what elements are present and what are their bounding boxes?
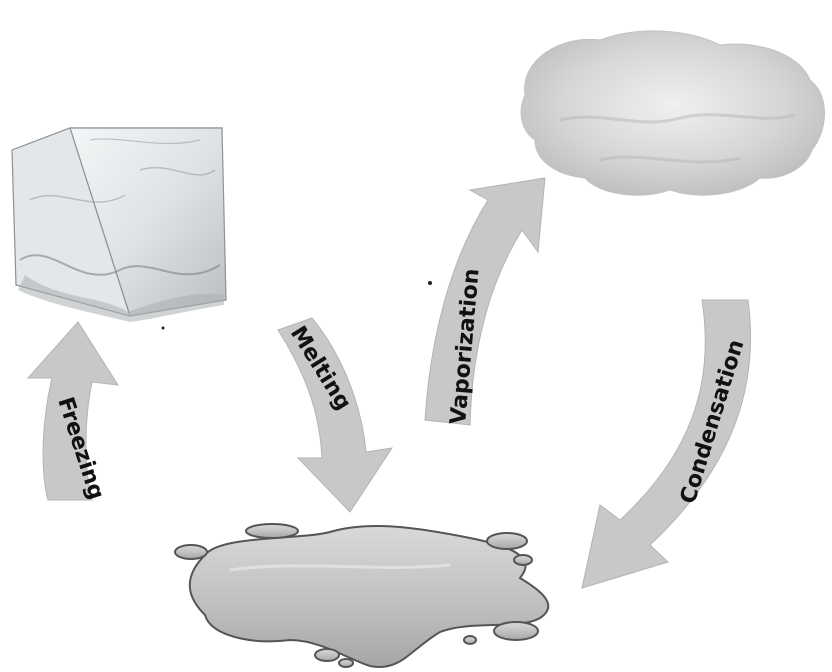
ice-cube-icon	[12, 128, 226, 322]
stray-dot	[428, 281, 432, 285]
stray-dot	[162, 327, 165, 330]
vaporization-arrow	[425, 178, 545, 425]
cloud-icon	[521, 31, 824, 195]
water-puddle-icon	[175, 524, 548, 667]
